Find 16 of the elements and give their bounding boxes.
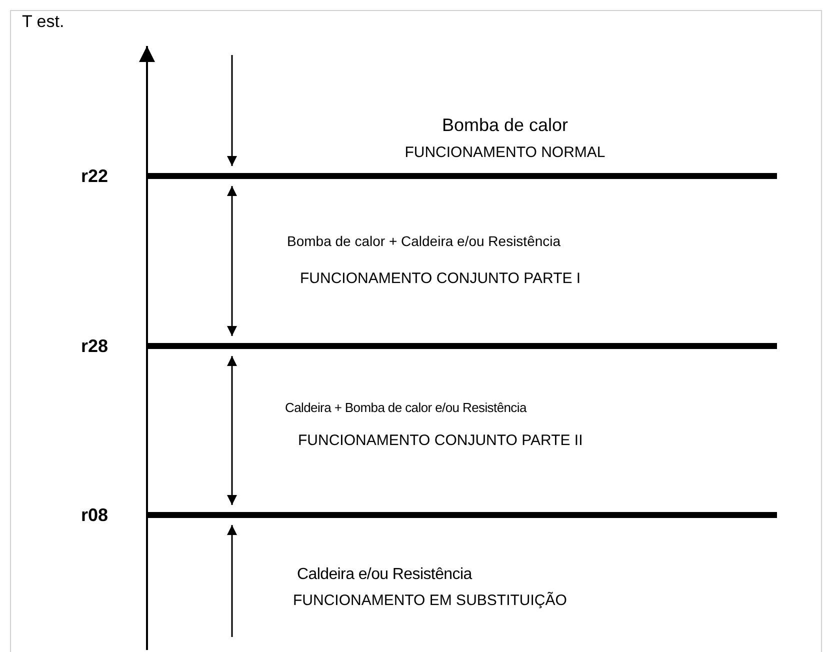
zone-title: Bomba de calor + Caldeira e/ou Resistência [287, 233, 561, 250]
arrow [227, 525, 237, 637]
zone-title: Caldeira e/ou Resistência [297, 565, 472, 584]
mode-label: FUNCIONAMENTO CONJUNTO PARTE II [298, 432, 583, 450]
axis-title: T est. [22, 12, 64, 32]
mode-label: FUNCIONAMENTO CONJUNTO PARTE I [300, 270, 581, 288]
mode-label: FUNCIONAMENTO EM SUBSTITUIÇÃO [293, 592, 567, 610]
arrow [227, 186, 237, 336]
zone-title: Bomba de calor [442, 115, 568, 137]
arrow [227, 55, 237, 166]
threshold-label: r08 [81, 505, 108, 525]
zone-title: Caldeira + Bomba de calor e/ou Resistência [285, 400, 526, 416]
threshold-label: r28 [81, 336, 108, 356]
mode-label: FUNCIONAMENTO NORMAL [404, 144, 606, 162]
arrow [227, 356, 237, 505]
threshold-label: r22 [81, 166, 108, 186]
